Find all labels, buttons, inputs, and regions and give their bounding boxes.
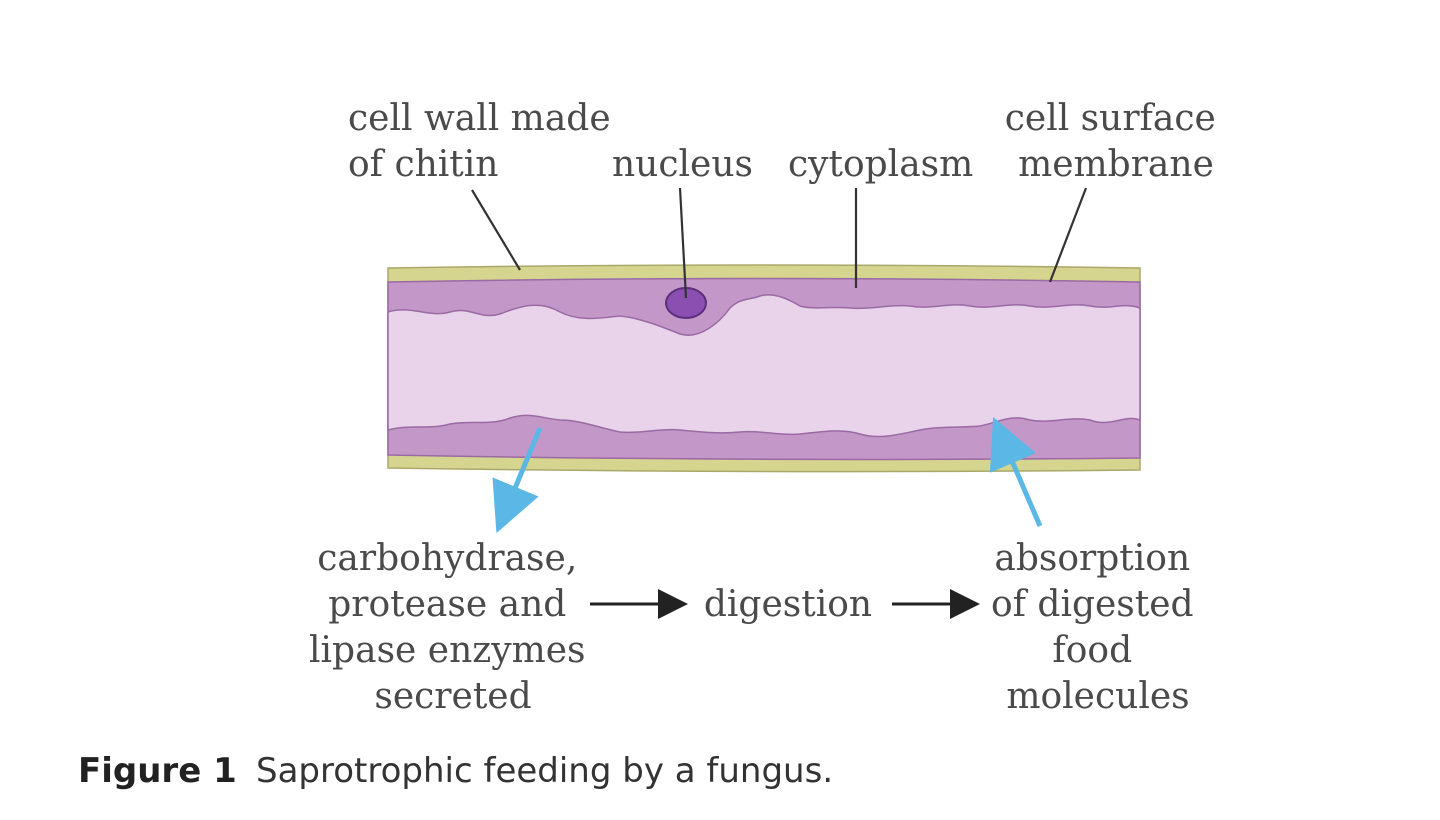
nucleus-leader xyxy=(678,187,688,299)
absorption-label: absorption of digested food molecules xyxy=(991,538,1205,717)
figure-caption: Figure 1 Saprotrophic feeding by a fungu… xyxy=(78,751,833,791)
absorption-arrow xyxy=(989,417,1043,527)
cytoplasm-label: cytoplasm xyxy=(788,144,973,185)
nucleus-label: nucleus xyxy=(612,144,753,185)
figure-number: Figure 1 xyxy=(78,751,237,791)
hypha xyxy=(387,264,1141,473)
enzymes-label: carbohydrase, protease and lipase enzyme… xyxy=(309,538,597,717)
enzyme-secretion-arrow xyxy=(492,427,543,534)
cell-wall-leader xyxy=(471,189,521,271)
leader-lines xyxy=(471,187,1088,299)
cell-wall-label: cell wall made of chitin xyxy=(348,98,622,185)
digestion-label: digestion xyxy=(704,584,872,625)
bottom-labels: carbohydrase, protease and lipase enzyme… xyxy=(309,538,1205,717)
membrane-label: cell surface membrane xyxy=(1005,98,1228,185)
membrane-leader xyxy=(1048,187,1088,283)
top-labels: cell wall made of chitin nucleus cytopla… xyxy=(348,98,1228,185)
figure-caption-text: Saprotrophic feeding by a fungus. xyxy=(256,751,833,791)
vacuole xyxy=(387,294,1141,438)
blue-arrows xyxy=(492,417,1043,534)
